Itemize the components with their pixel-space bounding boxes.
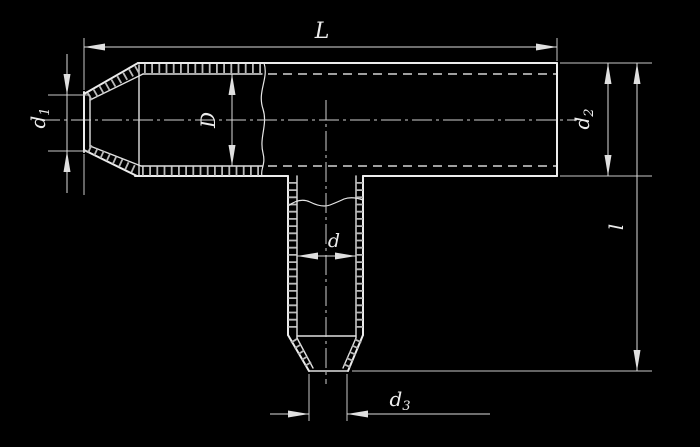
label-body-outer-diameter: d2 [570,108,597,129]
hatch-cone-bottom [87,144,140,175]
label-bore-diameter: D [196,112,220,129]
hatch-branch-taper-right [342,338,362,370]
dimension-overall-height: l [352,63,652,372]
cone-bottom-inner [89,145,142,167]
label-small-end-diameter: d1 [26,107,53,128]
label-overall-height: l [604,224,628,230]
main-tube [40,62,577,177]
hatch-cone-top [87,65,141,101]
dimension-body-outer-diameter: d2 [560,62,652,177]
break-line-branch [287,197,364,207]
left-cone [83,62,144,177]
break-line-main-tube [260,62,266,177]
dimension-bore-diameter: D [196,74,236,166]
branch-tube [287,100,364,384]
label-overall-length: L [314,19,330,44]
cone-bottom-outer [83,149,138,177]
dimension-branch-bore-diameter: d [297,230,356,260]
label-branch-tip-diameter: d3 [389,387,410,414]
cone-top-outer [83,62,139,95]
dimension-overall-length: L [83,19,558,195]
cone-top-inner [89,73,144,101]
label-branch-bore-diameter: d [328,230,340,252]
dimension-small-end-diameter: d1 [26,54,90,193]
dimension-branch-tip-diameter: d3 [270,374,490,421]
hatch-branch-taper-left [290,338,314,370]
branch-taper-right-inner [342,337,357,369]
